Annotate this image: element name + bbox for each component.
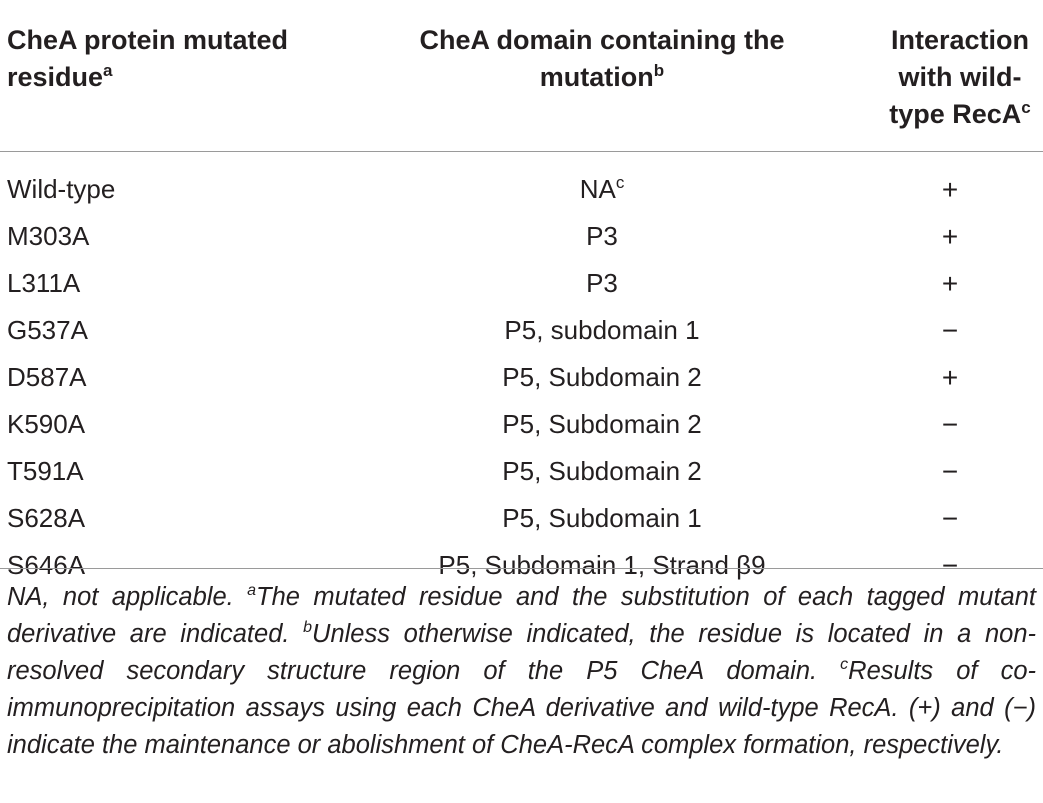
cell-interaction: + [941,220,959,252]
table-row: T591A P5, Subdomain 2 − [0,448,1043,495]
cell-residue: Wild-type [7,174,116,204]
cell-domain: P5, Subdomain 2 [502,362,702,392]
cell-residue: L311A [7,268,81,298]
table-row: K590A P5, Subdomain 2 − [0,401,1043,448]
cell-interaction: + [941,267,959,299]
cell-interaction: + [941,361,959,393]
header-interaction: Interaction with wild-type RecAc [857,0,1043,152]
cell-residue: S628A [7,503,86,533]
cell-residue: D587A [7,362,87,392]
cell-residue: T591A [7,456,84,486]
cell-domain: P5, Subdomain 2 [502,456,702,486]
cell-residue: S646A [7,550,86,580]
cell-residue: K590A [7,409,86,439]
cell-domain: NAc [579,173,625,204]
table-row: S646A P5, Subdomain 1, Strand β9 − [0,542,1043,597]
cell-interaction: + [941,173,959,205]
table-row: D587A P5, Subdomain 2 + [0,354,1043,401]
cell-residue: G537A [7,315,88,345]
table-row: Wild-type NAc + [0,152,1043,214]
table-row: M303A P3 + [0,213,1043,260]
cell-domain: P5, Subdomain 2 [502,409,702,439]
cell-domain: P5, subdomain 1 [504,315,700,345]
cell-domain: P3 [586,221,618,251]
data-table: CheA protein mutated residuea CheA domai… [0,0,1043,597]
cell-interaction: − [941,549,959,581]
cell-domain: P5, Subdomain 1 [502,503,702,533]
table-row: L311A P3 + [0,260,1043,307]
table-row: S628A P5, Subdomain 1 − [0,495,1043,542]
cell-residue: M303A [7,221,90,251]
header-domain: CheA domain containing the mutationb [347,0,857,152]
table-footnote: NA, not applicable. aThe mutated residue… [0,568,1043,764]
cell-domain: P3 [586,268,618,298]
cell-interaction: − [941,455,959,487]
cell-domain: P5, Subdomain 1, Strand β9 [438,550,766,580]
header-row: CheA protein mutated residuea CheA domai… [0,0,1043,152]
header-residue: CheA protein mutated residuea [0,0,347,152]
cell-interaction: − [941,502,959,534]
cell-interaction: − [941,408,959,440]
table-row: G537A P5, subdomain 1 − [0,307,1043,354]
cell-interaction: − [941,314,959,346]
